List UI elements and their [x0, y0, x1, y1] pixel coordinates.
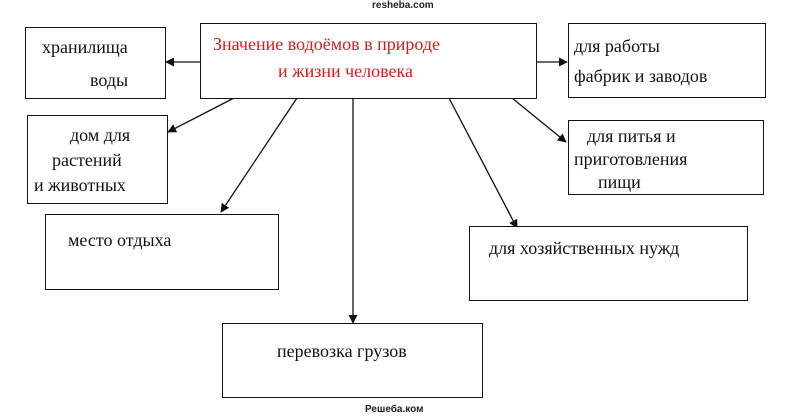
box-rest-place: место отдыха	[45, 214, 279, 290]
box-drinking-cooking-line-1: для питья и	[587, 126, 676, 146]
box-factories-line-2: фабрик и заводов	[574, 66, 708, 86]
box-habitat-line-3: и животных	[34, 175, 126, 195]
box-factories: для работы фабрик и заводов	[568, 23, 766, 98]
box-water-storage-line-1: хранилища	[42, 37, 128, 57]
arrow-to-rest	[220, 97, 298, 213]
box-household-needs-line-1: для хозяйственных нужд	[489, 238, 680, 258]
box-drinking-cooking-line-2: приготовления	[574, 149, 688, 169]
center-line-2: и жизни человека	[278, 61, 413, 81]
box-factories-line-1: для работы	[574, 36, 660, 56]
center-line-1: Значение водоёмов в природе	[213, 34, 441, 54]
box-habitat: дом для растений и животных	[27, 115, 168, 204]
watermark-bottom: Решеба.ком	[365, 404, 424, 415]
box-water-storage-line-2: воды	[90, 70, 129, 90]
box-habitat-line-1: дом для	[70, 125, 131, 145]
box-drinking-cooking: для питья и приготовления пищи	[568, 120, 764, 195]
box-drinking-cooking-line-3: пищи	[598, 172, 641, 192]
box-habitat-line-2: растений	[52, 150, 122, 170]
box-rest-place-line-1: место отдыха	[68, 230, 172, 250]
arrow-to-drinking	[511, 97, 567, 143]
box-cargo-transport-line-1: перевозка грузов	[277, 341, 407, 361]
box-cargo-transport: перевозка грузов	[222, 323, 483, 398]
center-box-topic: Значение водоёмов в природе и жизни чело…	[200, 23, 537, 99]
box-water-storage: хранилища воды	[25, 27, 166, 99]
box-household-needs: для хозяйственных нужд	[469, 226, 748, 301]
arrow-to-habitat	[167, 97, 235, 133]
watermark-top: resheba.com	[372, 0, 434, 11]
arrow-to-household	[448, 97, 518, 229]
